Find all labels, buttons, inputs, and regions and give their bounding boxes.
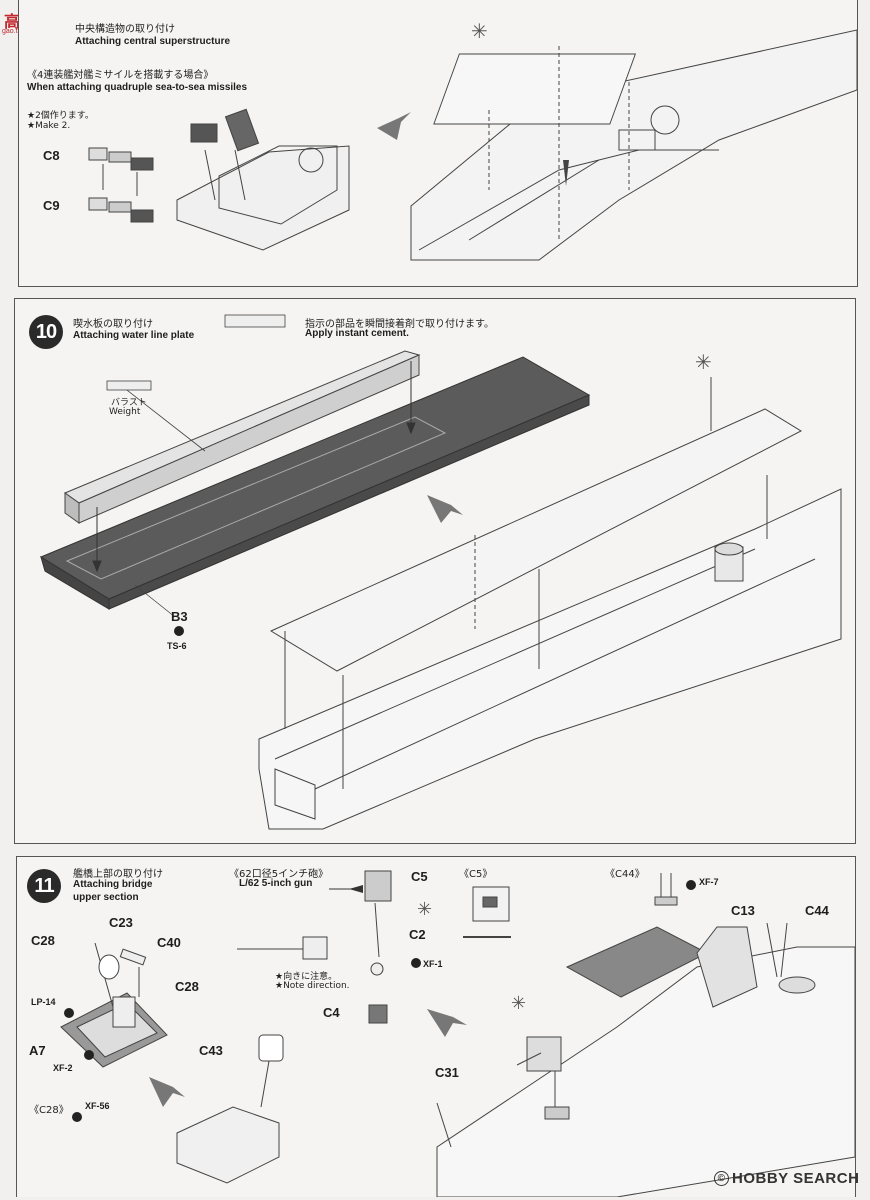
weight-label-jp: バラスト [111, 398, 147, 408]
cement-mark-icon: ✳ [511, 993, 526, 1014]
step-11-title-en-1: Attaching bridge [73, 879, 153, 890]
step-9-note-en: ★Make 2. [27, 121, 71, 131]
part-c8-drawing [88, 147, 154, 171]
part-label-c8: C8 [43, 148, 60, 163]
step-9-option-en: When attaching quadruple sea-to-sea miss… [27, 82, 248, 93]
paint-label-xf2: XF-2 [53, 1063, 73, 1073]
paint-label-xf1: XF-1 [423, 959, 443, 969]
step-11-illustration: ✳ ✳ [60, 870, 855, 1197]
part-label-c23: C23 [109, 915, 133, 930]
direction-arrow-icon [377, 112, 411, 140]
step-10-panel: ✳ 10 喫水板の取り付け Attaching water line plate… [14, 298, 856, 844]
paint-dot-icon [686, 880, 696, 890]
paint-label-xf7: XF-7 [699, 877, 719, 887]
part-label-a7: A7 [29, 1043, 46, 1058]
step-10-number: 10 [29, 315, 63, 349]
cement-mark-icon: ✳ [417, 899, 432, 920]
part-c9-drawing [88, 197, 154, 223]
step-11-title-en-2: upper section [73, 892, 139, 903]
part-label-c5: C5 [411, 869, 428, 884]
part-label-b3: B3 [171, 609, 188, 624]
paint-label-ts6: TS-6 [167, 641, 187, 651]
part-label-c13: C13 [731, 903, 755, 918]
step-9-note-jp: ★2個作ります。 [27, 111, 94, 121]
weight-label-en: Weight [109, 407, 141, 417]
paint-label-xf56: XF-56 [85, 1101, 110, 1111]
gun-title-en: L/62 5-inch gun [239, 878, 313, 889]
sub-title-c44: 《C44》 [605, 869, 645, 880]
part-label-c9: C9 [43, 198, 60, 213]
cement-tube-icon [224, 314, 286, 328]
part-label-c2: C2 [409, 927, 426, 942]
step-9-title-en: Attaching central superstructure [75, 36, 231, 47]
part-label-c4: C4 [323, 1005, 340, 1020]
cement-mark-icon: ✳ [471, 19, 488, 43]
step-10-title-en: Attaching water line plate [73, 330, 195, 341]
part-label-c43: C43 [199, 1043, 223, 1058]
step-10-illustration: ✳ [39, 314, 842, 830]
copyright-icon: © [714, 1171, 729, 1186]
step-11-note-jp: ★向きに注意。 [275, 972, 338, 982]
part-label-c28-b: C28 [175, 979, 199, 994]
paint-dot-icon [72, 1112, 82, 1122]
step-10-title-jp: 喫水板の取り付け [73, 319, 153, 330]
step-10-cement-en: Apply instant cement. [305, 328, 409, 339]
step-11-number: 11 [27, 869, 61, 903]
direction-arrow-icon [427, 1009, 467, 1037]
step-11-panel: ✳ ✳ 11 艦橋上部の取り付け Attaching bridge upper … [16, 856, 856, 1197]
paint-dot-icon [84, 1050, 94, 1060]
step-9-title-jp: 中央構造物の取り付け [75, 24, 175, 35]
step-9-panel: ✳ 中央構造物の取り付け Attaching central superstru… [18, 0, 858, 287]
paint-label-lp14: LP-14 [31, 997, 56, 1007]
step-9-illustration: ✳ [88, 19, 857, 261]
footer-brand: ©HOBBY SEARCH [714, 1170, 859, 1187]
step-9-option-jp: 《4連装艦対艦ミサイルを搭載する場合》 [27, 70, 214, 81]
step-11-title-jp: 艦橋上部の取り付け [73, 869, 163, 880]
footer-brand-text: HOBBY SEARCH [732, 1170, 860, 1187]
step-10-cement-jp: 指示の部品を瞬間接着剤で取り付けます。 [305, 319, 494, 330]
paint-dot-icon [174, 626, 184, 636]
part-label-c28-a: C28 [31, 933, 55, 948]
direction-arrow-icon [149, 1077, 185, 1107]
part-label-c40: C40 [157, 935, 181, 950]
paint-dot-icon [411, 958, 421, 968]
part-label-c31: C31 [435, 1065, 459, 1080]
direction-arrow-icon [427, 495, 463, 523]
part-label-c44: C44 [805, 903, 829, 918]
paint-dot-icon [64, 1008, 74, 1018]
sub-title-c5: 《C5》 [459, 869, 493, 880]
cement-mark-icon: ✳ [695, 350, 712, 374]
step-11-note-en: ★Note direction. [275, 981, 350, 991]
sub-title-c28: 《C28》 [29, 1105, 69, 1116]
gun-title-jp: 《62口径5インチ砲》 [229, 869, 329, 880]
